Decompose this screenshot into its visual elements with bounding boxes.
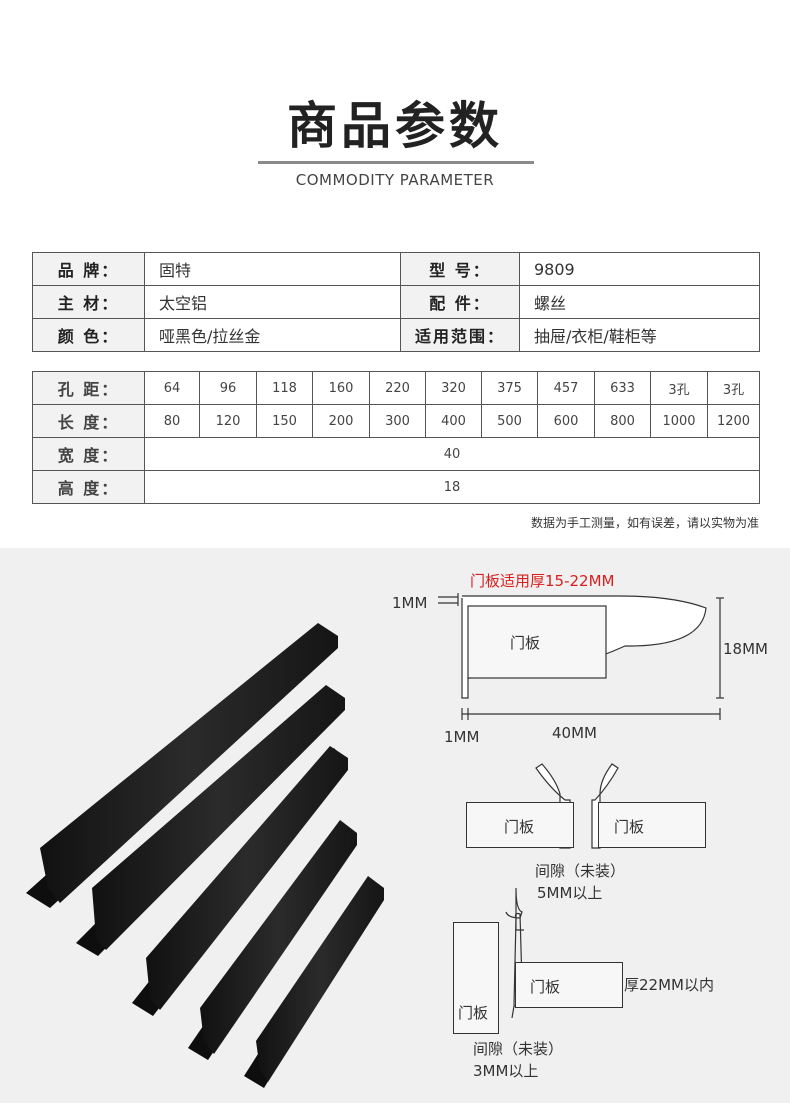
door-panel-right-label: 门板 [614,818,645,836]
pair-gap-label: 间隙（未装） [535,862,626,880]
length-cell: 500 [481,404,538,438]
page-subtitle: COMMODITY PARAMETER [295,171,495,189]
length-cell: 400 [425,404,482,438]
corner-gap-value: 3MM以上 [473,1062,539,1080]
height-dim-label: 18MM [723,640,768,658]
hole-cell: 633 [594,371,651,405]
hole-cell: 457 [537,371,595,405]
measurement-note: 数据为手工测量，如有误差，请以实物为准 [530,516,759,530]
usage-label: 适用范围： [400,318,520,352]
corner-thickness-label: 厚22MM以内 [624,976,714,994]
lip-label: 1MM [392,594,428,612]
length-cell: 1000 [650,404,708,438]
length-cell: 800 [594,404,651,438]
table-row: 高 度： 18 [32,470,760,504]
side-panel-label: 门板 [458,1004,489,1022]
table-row: 孔 距： 64 96 118 160 220 320 375 457 633 3… [32,371,760,405]
pair-gap-value: 5MM以上 [537,884,603,902]
accessory-label: 配 件： [400,285,520,319]
spec-table: 品 牌： 固特 型 号： 9809 主 材： 太空铝 配 件： 螺丝 颜 色： … [32,252,760,352]
handle-3 [132,746,348,1016]
length-cell: 80 [144,404,200,438]
model-label: 型 号： [400,252,520,286]
front-panel-label: 门板 [530,978,561,996]
color-label: 颜 色： [32,318,145,352]
profile-diagram [438,593,724,1019]
hole-cell: 3孔 [650,371,708,405]
hole-cell: 220 [369,371,426,405]
length-cell: 120 [199,404,257,438]
accessory-value: 螺丝 [519,285,760,319]
width-label: 宽 度： [32,437,145,471]
length-cell: 1200 [707,404,760,438]
hole-cell: 160 [312,371,370,405]
handles-illustration [26,623,384,1088]
height-label: 高 度： [32,470,145,504]
hole-cell: 375 [481,371,538,405]
table-row: 宽 度： 40 [32,437,760,471]
handle-1 [26,623,338,908]
color-value: 哑黑色/拉丝金 [144,318,401,352]
hole-cell: 320 [425,371,482,405]
door-panel-left-label: 门板 [504,818,535,836]
usage-value: 抽屉/衣柜/鞋柜等 [519,318,760,352]
corner-gap-label: 间隙（未装） [473,1040,564,1058]
table-row: 主 材： 太空铝 配 件： 螺丝 [32,285,760,319]
product-section: 门板适用厚15-22MM 1MM 18MM 1MM 40MM 门板 门板 门板 … [0,548,790,1103]
page-title: 商品参数 [287,97,503,155]
gap-dim-label: 1MM [444,728,480,746]
length-cell: 150 [256,404,313,438]
length-cell: 200 [312,404,370,438]
material-value: 太空铝 [144,285,401,319]
handle-2 [76,685,345,956]
table-row: 颜 色： 哑黑色/拉丝金 适用范围： 抽屉/衣柜/鞋柜等 [32,318,760,352]
width-dim-label: 40MM [552,724,597,742]
brand-label: 品 牌： [32,252,145,286]
table-row: 长 度： 80 120 150 200 300 400 500 600 800 … [32,404,760,438]
door-thickness-note: 门板适用厚15-22MM [470,572,615,590]
handle-4 [188,820,357,1060]
length-label: 长 度： [32,404,145,438]
door-panel-right [598,802,706,848]
material-label: 主 材： [32,285,145,319]
door-panel-label: 门板 [510,634,541,652]
height-value: 18 [144,470,760,504]
width-value: 40 [144,437,760,471]
brand-value: 固特 [144,252,401,286]
title-underline [258,161,534,164]
handle-5 [244,876,384,1088]
door-panel-left [466,802,574,848]
table-row: 品 牌： 固特 型 号： 9809 [32,252,760,286]
length-cell: 600 [537,404,595,438]
hole-distance-label: 孔 距： [32,371,145,405]
side-panel [453,922,499,1034]
hole-cell: 118 [256,371,313,405]
model-value: 9809 [519,252,760,286]
length-cell: 300 [369,404,426,438]
hole-cell: 3孔 [707,371,760,405]
hole-cell: 64 [144,371,200,405]
size-table: 孔 距： 64 96 118 160 220 320 375 457 633 3… [32,371,760,504]
hole-cell: 96 [199,371,257,405]
front-panel [515,962,623,1008]
